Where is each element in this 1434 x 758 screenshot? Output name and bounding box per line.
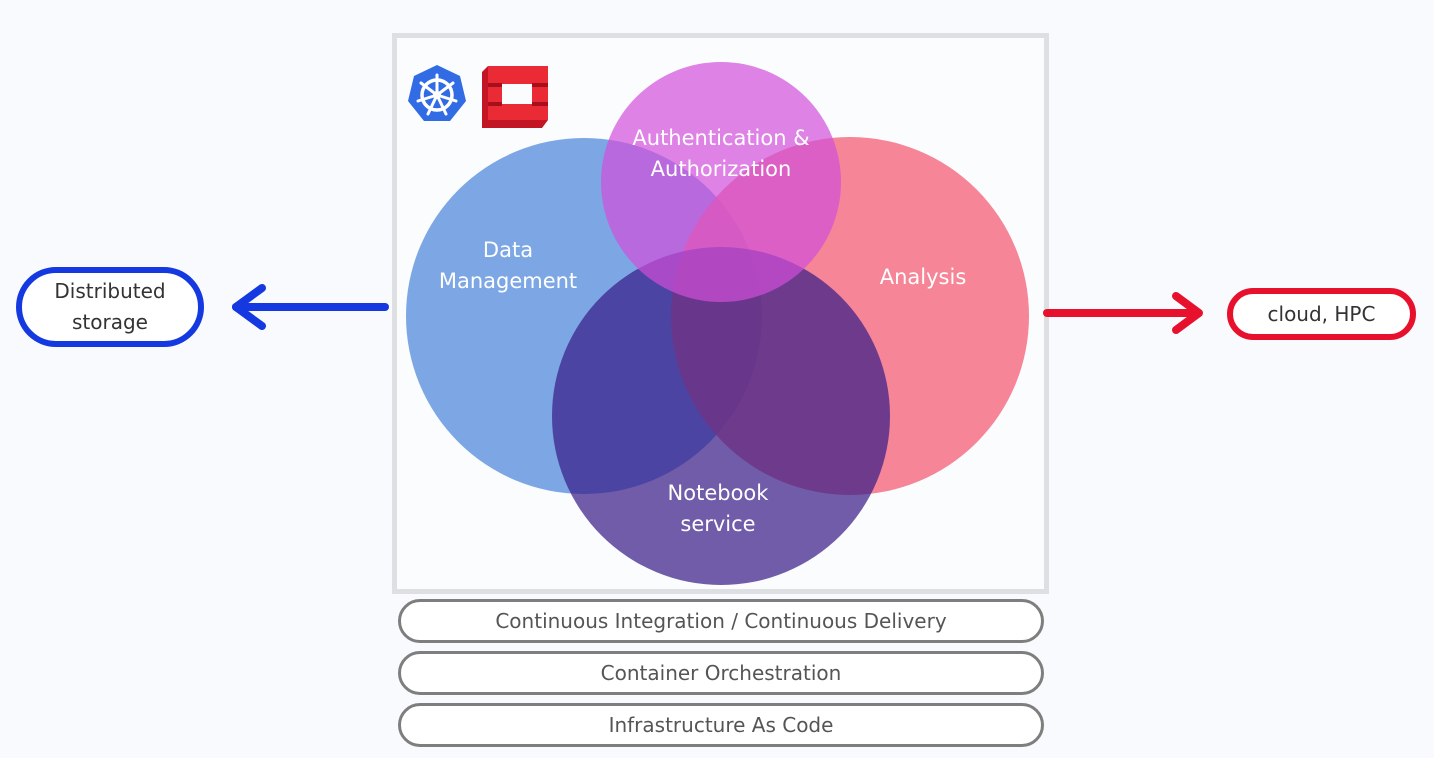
distributed-storage-label-line2: storage xyxy=(72,310,148,334)
cloud-hpc-node: cloud, HPC xyxy=(1227,288,1416,340)
cloud-hpc-label: cloud, HPC xyxy=(1267,301,1376,326)
layer-container-orchestration: Container Orchestration xyxy=(398,651,1044,695)
authentication-label-line1: Authentication & xyxy=(632,126,810,150)
analysis-label: Analysis xyxy=(879,265,967,289)
openstack-logo xyxy=(482,66,548,128)
notebook-service-label-line1: Notebook xyxy=(667,481,769,505)
data-management-label: Data Management xyxy=(423,235,593,297)
layer-infrastructure-as-code: Infrastructure As Code xyxy=(398,703,1044,747)
distributed-storage-label-line1: Distributed xyxy=(54,279,166,303)
data-management-label-line2: Management xyxy=(438,269,578,293)
notebook-service-circle xyxy=(552,247,890,585)
layer-ci-cd: Continuous Integration / Continuous Deli… xyxy=(398,599,1044,643)
notebook-service-label: Notebook service xyxy=(648,478,788,540)
authentication-circle xyxy=(601,62,841,302)
authentication-label-line2: Authorization xyxy=(650,157,792,181)
data-management-label-line1: Data xyxy=(482,238,534,262)
notebook-service-label-line2: service xyxy=(680,512,756,536)
arrow-to-cloud xyxy=(1043,292,1203,334)
distributed-storage-node: Distributed storage xyxy=(16,267,204,347)
kubernetes-logo xyxy=(408,65,466,121)
authentication-label: Authentication & Authorization xyxy=(621,123,821,185)
arrow-to-storage xyxy=(232,284,389,330)
